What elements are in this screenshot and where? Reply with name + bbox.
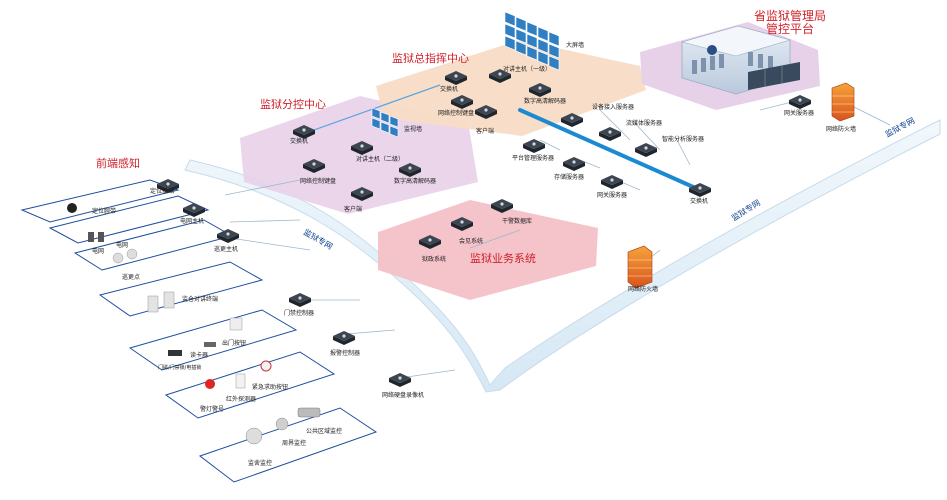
provincial-gateway-label: 网关服务器 [784,110,815,117]
panel-1-item-0: 定位腕带 [92,208,117,215]
trunk-switch-label: 交换机 [690,198,709,205]
panel-decor [67,203,321,445]
branch-intercom-label: 对讲主机（二级） [356,156,405,163]
mid-firewall-label: 网络防火墙 [628,286,659,293]
fiber-trunk-link [299,84,441,136]
provincial-firewall-label: 网络防火墙 [826,126,857,133]
frontend-panels [20,179,378,483]
branch-center-zone [240,96,478,214]
panel-4 [98,261,264,317]
panel-7 [198,407,378,483]
firewall-mid-icon [627,245,653,289]
business-finance-icon [419,235,441,249]
backbone-ribbon [184,119,941,393]
patrol-host-icon [217,229,239,243]
nvr-label: 网络硬盘录像机 [382,392,425,399]
cmd-intercom-icon [489,69,511,83]
branch-keyboard-label: 网络控制键盘 [300,178,337,185]
video-wall-label: 大屏墙 [566,42,585,49]
panel-2 [48,195,210,244]
locator-base-label: 定位基站 [150,188,175,195]
analytics-server-icon [635,143,657,157]
business-police-db-label: 干警数据库 [502,218,533,225]
big-screen-wall-icon [504,11,560,71]
panel-6-item-1: 警灯警号 [200,406,225,413]
platform-server-icon [523,139,545,153]
provincial-video-wall [748,62,800,90]
command-center-zone [376,40,646,136]
panel-6-item-2: 红外探测器 [226,396,257,403]
monitor-wall-icon [371,107,399,138]
trunk-switch-icon [689,183,711,197]
panel-1 [20,179,180,223]
cmd-keyboard-label: 网络控制键盘 [438,110,475,117]
storage-server-icon [563,157,585,171]
cmd-client-label: 客户端 [476,128,495,135]
panel-6 [164,351,336,419]
platform-server-label: 平台管理服务器 [512,155,555,162]
zone-title-business: 监狱业务系统 [470,252,536,265]
branch-decoder-icon [399,163,421,177]
access-controller-icon [289,293,311,307]
nvr-icon [389,373,411,387]
firewall-top-icon [831,82,855,122]
zone-title-provincial: 省监狱管理局管控平台 [752,10,828,36]
business-zone [378,200,598,300]
branch-switch-label: 交换机 [290,138,309,145]
panel-4-item-0: 监仓对讲终端 [182,296,219,303]
streaming-server-icon [599,127,621,141]
cmd-keyboard-icon [451,95,473,109]
cmd-switch-icon [445,71,467,85]
branch-client-label: 客户端 [344,206,363,213]
panel-7-item-0: 公共区域监控 [306,428,343,435]
grid-host-label: 电网主机 [180,218,205,225]
emblem-icon [707,45,717,55]
device-pucks [157,69,811,387]
panel-3-item-0: 巡更点 [122,274,141,281]
branch-client-icon [351,187,373,201]
business-finance-label: 狱政系统 [422,256,447,263]
gateway-server-label: 网关服务器 [597,192,628,199]
panel-2-item-1: 电网 [116,242,129,249]
business-education-label: 会见系统 [459,238,484,245]
analytics-server-label: 智能分析服务器 [662,136,705,143]
branch-monitor-wall-label: 监视墙 [404,126,423,133]
cmd-intercom-label: 对讲主机（一级） [503,66,552,73]
device-access-server-label: 设备接入服务器 [592,104,635,111]
cmd-switch-label: 交换机 [440,86,459,93]
cmd-decoder-icon [529,83,551,97]
gateway-server-icon [601,175,623,189]
panel-5-item-0: 读卡器 [190,352,209,359]
branch-keyboard-icon [303,159,325,173]
cmd-client-icon [475,105,497,119]
alarm-controller-label: 报警控制器 [330,350,361,357]
grid-host-icon [183,203,205,217]
panel-6-item-0: 紧急求助按钮 [252,384,289,391]
panel-5-item-1: 出门按钮 [222,340,247,347]
panel-2-item-0: 电网 [92,248,105,255]
alarm-controller-icon [333,331,355,345]
panel-7-item-1: 监舍监控 [248,460,273,467]
zone-title-branch-center: 监狱分控中心 [260,98,326,111]
branch-decoder-label: 数字高清解码器 [394,178,437,185]
storage-server-label: 存储服务器 [554,174,585,181]
branch-intercom-icon [351,141,373,155]
fiber-trunk [518,108,702,192]
business-police-db-icon [491,199,513,213]
zone-title-command-center: 监狱总指挥中心 [392,52,469,65]
branch-switch-icon [293,125,315,139]
zone-title-frontend: 前端感知 [96,157,140,170]
patrol-host-label: 巡更主机 [214,246,239,253]
panel-5-item-2: 门磁/门禁锁/电插锁 [158,365,202,371]
device-access-server-icon [561,113,583,127]
streaming-server-label: 流媒体服务器 [626,120,663,127]
provincial-gateway-icon [789,95,811,109]
zone-title-provincial-text: 省监狱管理局管控平台 [753,9,826,36]
panel-7-item-2: 周界监控 [282,440,307,447]
access-controller-label: 门禁控制器 [284,310,315,317]
business-education-icon [451,217,473,231]
cmd-decoder-label: 数字高清解码器 [524,98,567,105]
locator-base-icon [157,179,179,193]
